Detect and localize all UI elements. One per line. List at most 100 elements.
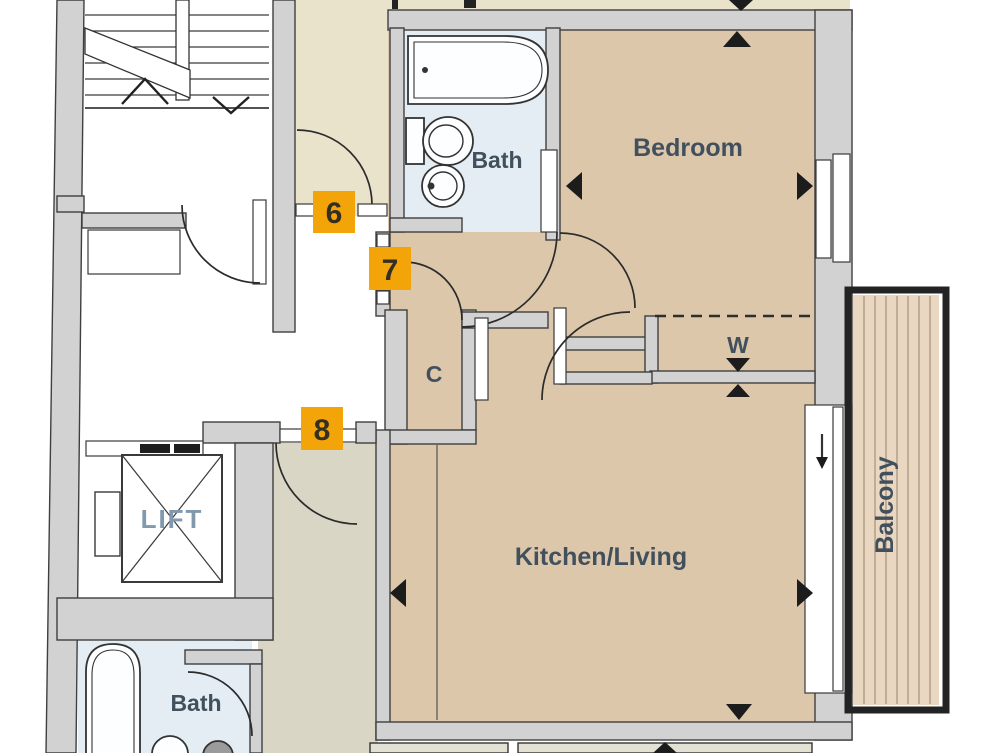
stair-rail-band [84, 27, 191, 99]
lobby-door-arc [181, 204, 261, 284]
fire-door-leaf-2 [174, 444, 200, 453]
bathtub-vertical-inner [91, 649, 135, 753]
bedroom-top-marker [723, 31, 751, 47]
wardrobe-lower-marker [726, 384, 750, 397]
bedroom-door-arc [559, 232, 636, 309]
wall-cupboard-left [384, 309, 408, 445]
bedroom-label: Bedroom [633, 134, 743, 162]
badge-8-box [301, 407, 343, 450]
toilet-bowl-icon [422, 116, 474, 166]
flat7-door-strip-top [376, 233, 390, 248]
bathtub-vertical-icon [85, 643, 141, 753]
flat7-door-strip-bottom [376, 290, 390, 305]
toilet-cistern-icon [405, 117, 425, 165]
bedroom-left-marker [566, 172, 582, 200]
upper-flat-strip [388, 0, 850, 10]
bedroom-window-inner [815, 159, 832, 259]
bath-lower-door-arc [187, 671, 253, 737]
fire-door-leaf-1 [140, 444, 170, 453]
kitchen-door-leaf [474, 317, 489, 401]
bathtub-icon [407, 35, 549, 105]
balcony-deck [853, 295, 939, 705]
badge-6-box [313, 191, 355, 233]
badge-6-number: 6 [326, 197, 343, 230]
balcony-door-arrow-icon [816, 457, 828, 469]
stairs-down-arrow-icon [212, 96, 250, 115]
bath-upper-door-leaf [540, 149, 558, 233]
lift-call-panel [94, 491, 121, 557]
lift: LIFT [94, 454, 223, 583]
badge-7-number: 7 [382, 254, 399, 287]
bottom-strip-marker [653, 742, 677, 753]
kitchen-living-label: Kitchen/Living [515, 543, 687, 571]
direction-markers [390, 0, 813, 753]
basin-icon [421, 164, 465, 208]
flat6-door-arc [296, 129, 373, 206]
wall-hall8-top-right [355, 421, 377, 444]
bathtub-inner-line [413, 41, 543, 99]
wall-kitchen-bottom [375, 721, 853, 741]
lift-label: LIFT [141, 504, 204, 534]
wall-cupboard-bottom [384, 429, 477, 445]
balcony: Balcony [844, 286, 950, 714]
balcony-door-panel [804, 404, 853, 694]
flat6-door-strip-left [295, 203, 316, 217]
badge-7-box [369, 247, 411, 290]
balcony-door-track [832, 406, 844, 692]
kitchen-door-arc [541, 311, 631, 401]
wall-bedroom-south-stub [559, 336, 653, 351]
balcony-planks [863, 296, 931, 704]
wall-stub-left [56, 195, 85, 213]
windows [804, 153, 853, 694]
wall-stair-corridor [272, 0, 296, 333]
wall-bath-lower-stub [184, 649, 263, 665]
kitchen-right-marker [797, 579, 813, 607]
badge-8-number: 8 [314, 414, 331, 447]
wall-bath-left [389, 27, 405, 233]
wall-top [387, 9, 853, 31]
wall-bath-lower-right [249, 663, 263, 753]
riser-niche [87, 229, 181, 275]
top-wall-stub-1 [392, 0, 398, 9]
unit-badge-8: 8 [301, 407, 343, 450]
cupboard-label: C [426, 361, 443, 387]
lobby-door-leaf [252, 199, 267, 285]
entrance-corridor-area [295, 0, 388, 216]
wall-lobby-bottom [56, 597, 274, 641]
wall-hall8-top-left [202, 421, 281, 444]
kitchen-bottom-marker [726, 704, 752, 720]
basin-tap [427, 182, 435, 190]
bedroom-window-outer [832, 153, 851, 263]
flat8-hall-area [258, 443, 378, 753]
wardrobe-label: W [727, 332, 749, 358]
bedroom-right-marker [797, 172, 813, 200]
wall-riser-band [81, 212, 187, 229]
bath-upper-label: Bath [471, 147, 522, 173]
wall-bedroom-kitchen [649, 370, 816, 384]
lower-room-left [369, 742, 509, 753]
unit-badge-7: 7 [369, 247, 411, 290]
balcony-label: Balcony [871, 456, 899, 553]
bath-lower-fixtures [85, 643, 234, 753]
bath-upper-fixtures [405, 35, 549, 208]
basin-lower-icon [202, 740, 234, 753]
wall-hall-kitchen [559, 371, 653, 385]
flat7-door-arc [403, 261, 463, 321]
toilet-bowl-inner [428, 124, 464, 158]
flat6-door-strip-right [357, 203, 388, 217]
unit-badge-6: 6 [313, 191, 355, 233]
flat8-door-arc [275, 442, 358, 525]
lift-cross-2 [121, 454, 223, 583]
kitchen-left-marker [390, 579, 406, 607]
toilet-lower-icon [151, 735, 189, 753]
top-strip-marker [729, 0, 753, 11]
balcony-railing [844, 286, 950, 714]
wall-kitchen-left [375, 429, 391, 741]
wall-bath-bottom [389, 217, 463, 233]
stairwell [84, 0, 269, 115]
stairs-up-arrow-icon [121, 77, 169, 105]
outer-wall-left [45, 0, 85, 753]
bathtub-drain [422, 67, 428, 73]
